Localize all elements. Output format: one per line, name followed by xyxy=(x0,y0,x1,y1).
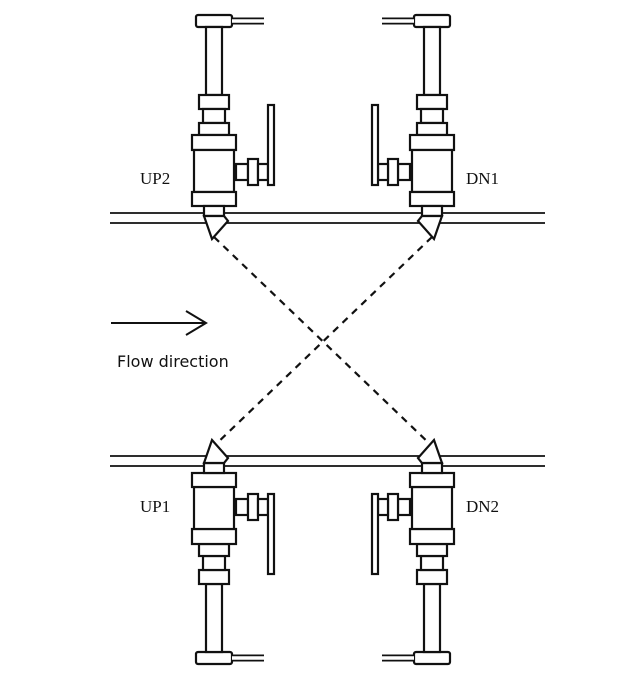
label-dn2: DN2 xyxy=(466,497,499,516)
signal-path-dn1-up1 xyxy=(213,236,433,447)
label-up2: UP2 xyxy=(140,169,170,188)
bottom-pipe xyxy=(110,455,545,467)
transducer-up1 xyxy=(192,440,274,664)
flow-direction-label: Flow direction xyxy=(117,352,229,371)
signal-path-up2-dn2 xyxy=(213,236,433,447)
top-pipe xyxy=(110,212,545,224)
label-dn1: DN1 xyxy=(466,169,499,188)
right-arrow-icon xyxy=(111,310,208,336)
label-up1: UP1 xyxy=(140,497,170,516)
signal-paths xyxy=(213,236,433,447)
transducer-dn2 xyxy=(372,440,454,664)
transducer-dn1 xyxy=(372,15,454,239)
transducer-up2 xyxy=(192,15,274,239)
